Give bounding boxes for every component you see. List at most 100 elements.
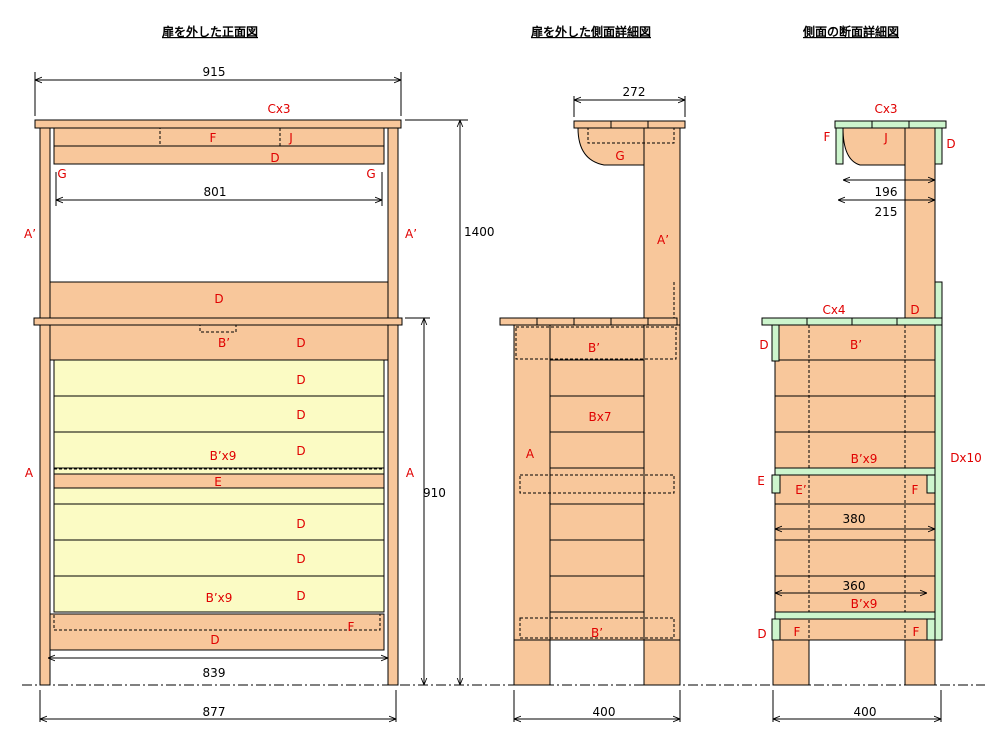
label-d: D xyxy=(759,338,768,352)
label-d: D xyxy=(296,552,305,566)
g-bracket xyxy=(577,127,645,166)
label-d: D xyxy=(296,589,305,603)
dim-400-text: 400 xyxy=(854,705,877,719)
lower-top-board xyxy=(49,324,389,361)
label-f: F xyxy=(210,131,217,145)
section-body xyxy=(774,324,936,641)
hidden-bottom-parts xyxy=(53,613,381,631)
label-g: G xyxy=(366,167,375,181)
label-b-prime: B’ xyxy=(218,336,230,350)
upper-board-d xyxy=(53,145,385,165)
dim-215-text: 215 xyxy=(875,205,898,219)
upper-board-f xyxy=(53,127,385,147)
side-body xyxy=(513,324,681,641)
label-d: D xyxy=(210,633,219,647)
label-d: D xyxy=(946,137,955,151)
j-bracket xyxy=(842,127,906,166)
label-d: D xyxy=(296,444,305,458)
label-a-prime: A’ xyxy=(657,233,669,247)
back-board xyxy=(53,359,385,397)
title-front-view: 扉を外した正面図 xyxy=(162,24,258,39)
top-board xyxy=(647,120,686,129)
e-block xyxy=(771,474,781,494)
back-board xyxy=(53,503,385,541)
label-b-prime: B’ xyxy=(588,341,600,355)
dim-400-text: 400 xyxy=(593,705,616,719)
label-cx4: Cx4 xyxy=(822,303,845,317)
label-b-prime: B’ xyxy=(591,626,603,640)
d-block-left xyxy=(771,324,780,362)
label-d: D xyxy=(270,151,279,165)
label-b-prime-x9: B’x9 xyxy=(851,597,878,611)
label-j: J xyxy=(288,131,293,145)
top-board xyxy=(34,119,402,129)
dim-910-text: 910 xyxy=(423,486,446,500)
top-board xyxy=(834,120,873,129)
label-d: D xyxy=(296,408,305,422)
counter-board xyxy=(499,317,538,326)
dim-915-text: 915 xyxy=(203,65,226,79)
label-j: J xyxy=(883,131,888,145)
dim-360-text: 360 xyxy=(843,579,866,593)
label-d: D xyxy=(296,517,305,531)
side-view: 272 400 G A’ B’ Bx7 A B’ xyxy=(499,85,686,722)
label-f: F xyxy=(912,483,919,497)
title-section-view: 側面の断面詳細図 xyxy=(802,24,899,39)
label-b-prime-x9: B’x9 xyxy=(851,452,878,466)
front-leg xyxy=(772,639,810,686)
label-b-prime-x9: B’x9 xyxy=(206,591,233,605)
bottom-shelf xyxy=(49,613,385,651)
dim-196-text: 196 xyxy=(875,185,898,199)
counter-board xyxy=(536,317,575,326)
hidden-f-part xyxy=(159,127,281,147)
label-e: E xyxy=(214,475,222,489)
label-b-prime: B’ xyxy=(850,338,862,352)
counter-board xyxy=(647,317,678,326)
f-block xyxy=(926,618,936,641)
dim-272-text: 272 xyxy=(623,85,646,99)
label-f: F xyxy=(348,620,355,634)
counter-board xyxy=(610,317,649,326)
dim-877-text: 877 xyxy=(203,705,226,719)
label-b-prime-x9: B’x9 xyxy=(210,449,237,463)
label-g: G xyxy=(615,149,624,163)
label-d: D xyxy=(296,373,305,387)
d-block xyxy=(934,127,943,165)
counter-board xyxy=(851,317,898,326)
counter-board xyxy=(761,317,808,326)
title-side-view: 扉を外した側面詳細図 xyxy=(531,24,651,39)
label-a: A xyxy=(526,447,535,461)
back-board xyxy=(53,539,385,577)
counter-board xyxy=(896,317,943,326)
hidden-middle-shelf xyxy=(519,474,675,494)
label-d: D xyxy=(757,627,766,641)
d-block-counter xyxy=(934,281,943,319)
label-e-prime: E’ xyxy=(795,483,806,497)
label-a: A xyxy=(406,466,415,480)
middle-shelf xyxy=(774,467,936,476)
back-board xyxy=(53,575,385,613)
hidden-bottom-shelf xyxy=(519,617,675,639)
label-d: D xyxy=(296,336,305,350)
top-board xyxy=(610,120,649,129)
counter-board xyxy=(806,317,853,326)
dim-839-text: 839 xyxy=(203,666,226,680)
dim-1400-text: 1400 xyxy=(464,225,495,239)
counter-top xyxy=(33,317,403,326)
label-cx3: Cx3 xyxy=(267,102,290,116)
label-f: F xyxy=(794,625,801,639)
back-board xyxy=(53,431,385,469)
top-board xyxy=(871,120,910,129)
counter-board xyxy=(573,317,612,326)
f-block xyxy=(926,474,936,494)
top-board xyxy=(908,120,947,129)
label-d: D xyxy=(910,303,919,317)
d-block-bottom xyxy=(771,618,781,641)
label-cx3: Cx3 xyxy=(874,102,897,116)
label-g: G xyxy=(57,167,66,181)
label-a-prime: A’ xyxy=(405,227,417,241)
label-f: F xyxy=(913,625,920,639)
label-dx10: Dx10 xyxy=(950,451,982,465)
label-bx7: Bx7 xyxy=(589,410,612,424)
